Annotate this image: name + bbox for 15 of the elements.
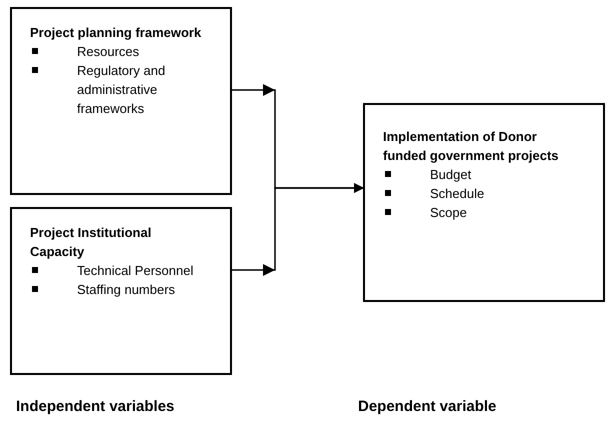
bullet-text: Resources: [77, 43, 140, 61]
text-box: [10, 7, 232, 195]
bullet-text: Regulatory and administrative frameworks: [77, 62, 166, 118]
axis-label: Dependent variable: [358, 397, 496, 417]
text-box: [10, 207, 232, 375]
bullet-text: Scope: [430, 204, 468, 222]
box-heading: Project Institutional Capacity: [30, 224, 152, 261]
box-heading: Project planning framework: [30, 24, 202, 42]
axis-label: Independent variables: [16, 397, 174, 417]
bullet-text: Budget: [430, 166, 472, 184]
text-box: [363, 103, 605, 302]
bullet-text: Technical Personnel: [77, 262, 194, 280]
box-heading: Implementation of Donor funded government projects: [383, 128, 560, 165]
bullet-text: Schedule: [430, 185, 486, 203]
bullet-text: Staffing numbers: [77, 281, 176, 299]
